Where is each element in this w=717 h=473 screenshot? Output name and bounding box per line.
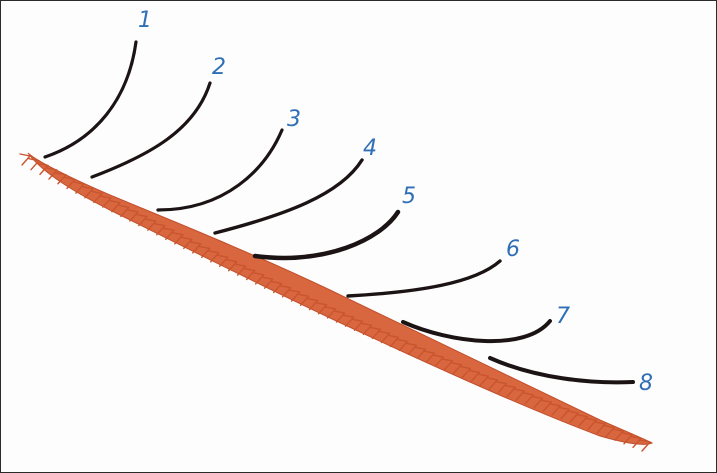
label-8: 8 xyxy=(639,371,653,396)
stem xyxy=(20,153,652,451)
label-4: 4 xyxy=(363,136,377,161)
stem-barb xyxy=(29,159,39,161)
strand-2 xyxy=(92,83,210,177)
label-3: 3 xyxy=(287,107,301,132)
label-5: 5 xyxy=(402,184,416,209)
strand-3 xyxy=(158,130,282,210)
strand-5 xyxy=(255,212,398,258)
label-6: 6 xyxy=(506,237,520,262)
stem-barb xyxy=(22,156,30,165)
label-1: 1 xyxy=(138,8,152,33)
strand-6 xyxy=(348,261,500,296)
stem-body xyxy=(28,153,652,444)
label-7: 7 xyxy=(556,304,570,329)
strand-4 xyxy=(215,160,362,233)
strand-1 xyxy=(45,42,136,157)
stem-barb xyxy=(31,161,39,170)
label-2: 2 xyxy=(212,55,226,80)
